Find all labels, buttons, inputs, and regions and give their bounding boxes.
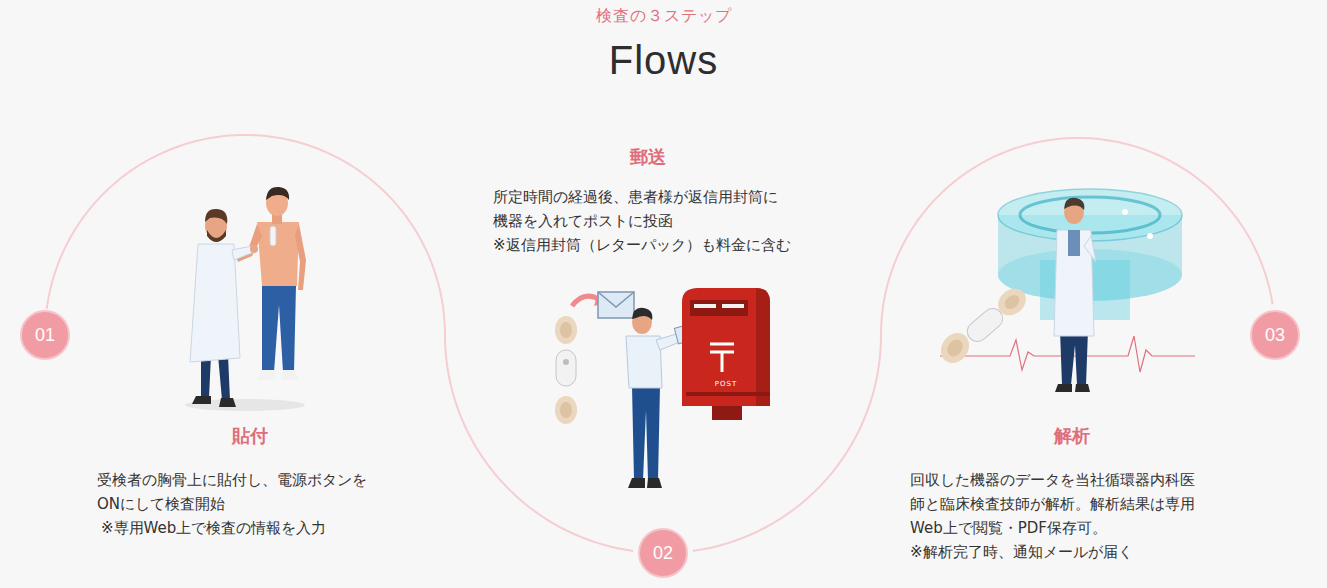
attach-illustration — [185, 187, 306, 411]
mailbox-part — [686, 392, 770, 396]
doctor-figure — [190, 209, 258, 407]
envelope-icon — [572, 292, 634, 318]
device-column — [555, 316, 577, 424]
mailbox-part — [712, 404, 742, 420]
analyst-figure-part — [1084, 236, 1096, 262]
analysis-illustration — [935, 189, 1195, 392]
person-figure-part — [632, 386, 660, 480]
doctor-figure-part — [190, 244, 240, 362]
device-set-part — [944, 337, 966, 360]
step-description: 受検者の胸骨上に貼付し、電源ボタンを ONにして検査開始 — [97, 468, 427, 516]
device-set-part — [1002, 292, 1022, 311]
device-set — [935, 283, 1031, 368]
patient-figure-part — [295, 224, 306, 290]
step-number: 03 — [1265, 325, 1285, 346]
patient-figure-part — [257, 222, 299, 286]
diagram-title: Flows — [0, 38, 1327, 83]
device-column-part — [556, 350, 576, 386]
device-column-part — [555, 396, 577, 424]
mailbox-part — [756, 288, 770, 406]
mailbox-part — [690, 300, 748, 316]
analyst-figure-part — [1055, 384, 1090, 392]
hologram-ring-part — [1020, 197, 1160, 233]
doctor-figure-part — [201, 355, 230, 400]
step-note: ※返信用封筒（レターパック）も料金に含む — [493, 233, 838, 257]
person-figure-part — [632, 308, 652, 320]
mailbox-part — [710, 344, 734, 372]
person-figure-part — [626, 336, 662, 388]
analyst-figure-part — [1064, 198, 1084, 210]
doctor-figure-part — [205, 209, 227, 224]
mailbox-part — [722, 304, 744, 308]
doctor-figure-part — [207, 230, 226, 242]
step-heading: 解析 — [972, 424, 1172, 448]
flow-curve — [693, 138, 1273, 551]
envelope-icon-part — [598, 292, 634, 318]
mailbox-lettering: POST — [696, 380, 756, 388]
section-kicker: 検査の３ステップ — [0, 6, 1327, 27]
device-column-part — [560, 322, 572, 338]
analyst-figure-part — [1060, 330, 1088, 385]
hologram-ring-part — [1147, 233, 1153, 239]
device-column-part — [560, 402, 572, 418]
patient-figure-part — [262, 285, 296, 372]
envelope-icon-part — [598, 292, 634, 307]
doctor-figure-part — [192, 396, 236, 407]
patient-figure-part — [258, 370, 299, 380]
hologram-ring-part — [1122, 209, 1128, 215]
step-heading: 郵送 — [548, 145, 748, 169]
analyst-figure — [1054, 198, 1096, 392]
patient-figure — [236, 187, 306, 380]
step-number-circle: 03 — [1250, 310, 1300, 360]
step-description: 回収した機器のデータを当社循環器内科医 師と臨床検査技師が解析。解析結果は専用 … — [910, 468, 1255, 540]
device-column-part — [563, 359, 569, 365]
post-illustration — [555, 288, 770, 488]
device-column-part — [555, 316, 577, 344]
mailbox-part — [694, 304, 716, 308]
mailbox-part — [682, 288, 770, 406]
step-note: ※解析完了時、通知メールが届く — [910, 540, 1255, 564]
step-number-circle: 02 — [638, 528, 688, 578]
doctor-figure-part — [250, 245, 258, 253]
step-description: 所定時間の経過後、患者様が返信用封筒に 機器を入れてポストに投函 — [493, 185, 838, 233]
mailbox — [682, 288, 770, 420]
device-set-part — [993, 283, 1031, 321]
person-figure-part — [628, 478, 662, 488]
step-number: 01 — [35, 325, 55, 346]
patient-figure-part — [266, 187, 289, 200]
patient-figure-part — [270, 226, 276, 246]
analyst-figure-part — [1068, 230, 1080, 256]
step-note: ※専用Web上で検査の情報を入力 — [101, 516, 431, 540]
step-number: 02 — [653, 543, 673, 564]
step-number-circle: 01 — [20, 310, 70, 360]
step-heading: 貼付 — [150, 424, 350, 448]
